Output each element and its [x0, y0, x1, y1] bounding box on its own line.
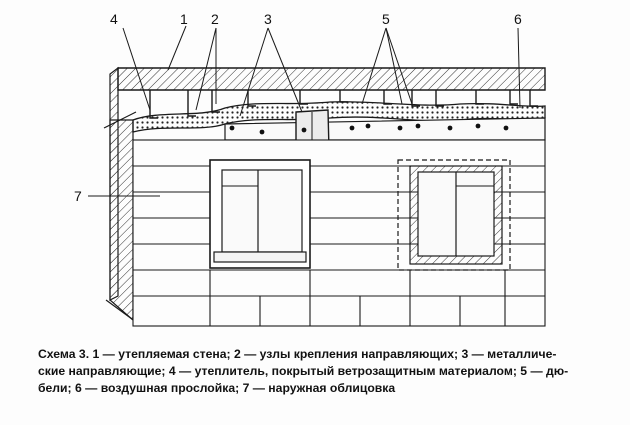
label-2: 2 — [211, 11, 219, 27]
label-5: 5 — [382, 11, 390, 27]
caption-line-3: бели; 6 — воздушная прослойка; 7 — наруж… — [38, 381, 396, 395]
left-wall-section — [103, 111, 137, 323]
left-window — [209, 159, 311, 269]
label-6: 6 — [514, 11, 522, 27]
part-labels: 4 1 2 3 5 6 7 — [74, 11, 522, 204]
right-window — [397, 159, 511, 271]
label-1: 1 — [180, 11, 188, 27]
facade-diagram: 4 1 2 3 5 6 7 — [74, 11, 546, 327]
label-4: 4 — [110, 11, 118, 27]
label-3: 3 — [264, 11, 272, 27]
leader-lines — [88, 25, 521, 197]
figure-caption: Схема 3. 1 — утепляемая стена; 2 — узлы … — [38, 346, 598, 397]
caption-line-2: ские направляющие; 4 — утеплитель, покры… — [38, 364, 569, 378]
caption-line-1: Схема 3. 1 — утепляемая стена; 2 — узлы … — [38, 347, 557, 361]
label-7: 7 — [74, 188, 82, 204]
guide-brackets — [149, 90, 538, 119]
